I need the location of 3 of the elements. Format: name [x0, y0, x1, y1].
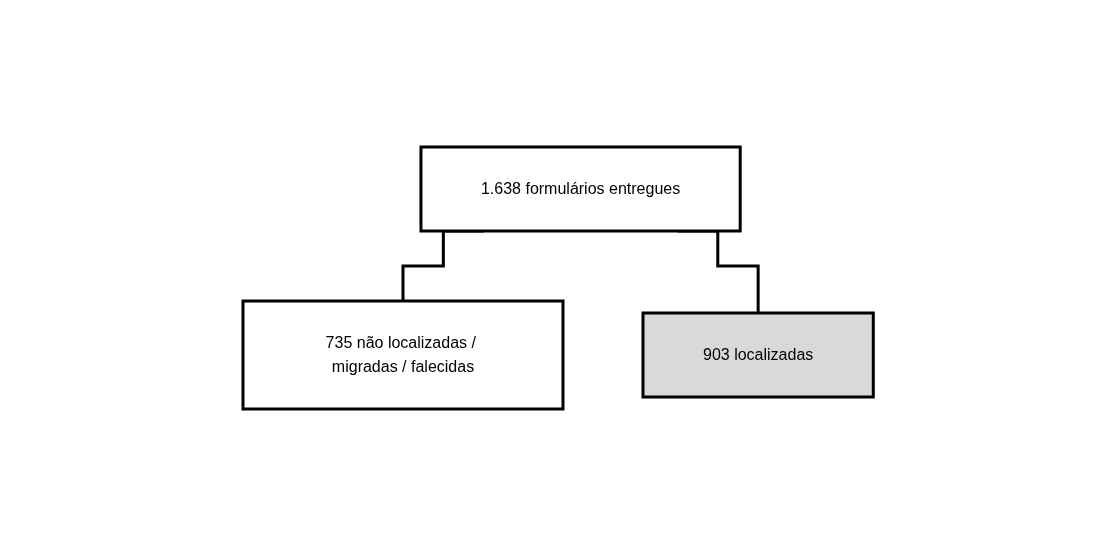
node-box: 903 localizadas: [641, 311, 876, 399]
node-box: 735 não localizadas / migradas / falecidas: [241, 299, 565, 411]
node-box: 1.638 formulários entregues: [419, 145, 743, 233]
